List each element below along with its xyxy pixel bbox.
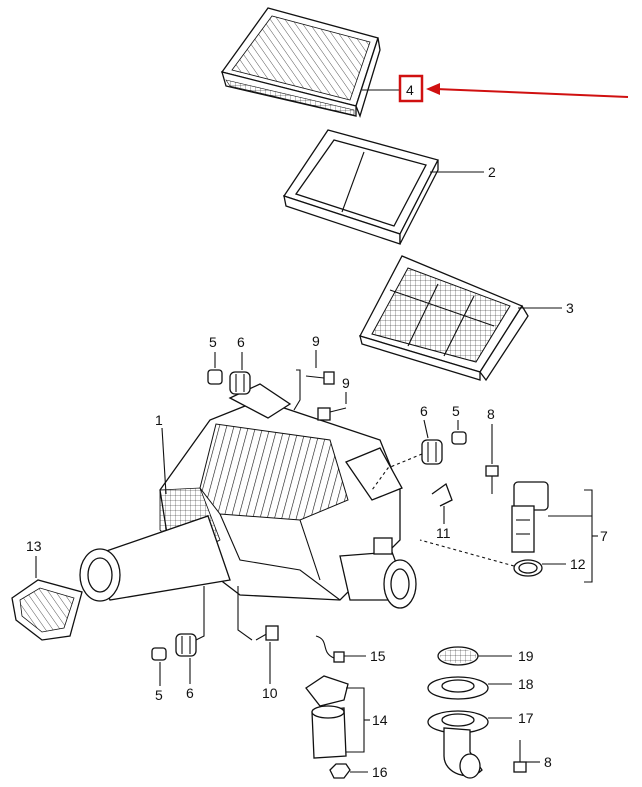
clip-11: [431, 482, 453, 507]
callout-14: 14: [372, 712, 388, 728]
callout-5-lower: 5: [155, 687, 163, 703]
callout-6-upper: 6: [237, 334, 245, 350]
leader-6-right: [423, 419, 429, 439]
nut-16: [329, 763, 351, 779]
callout-7: 7: [600, 528, 608, 544]
outlet-neck: [339, 537, 417, 609]
gasket-18: [427, 676, 489, 700]
callout-15: 15: [370, 648, 386, 664]
callout-8-upper: 8: [487, 406, 495, 422]
bracket-9: [293, 369, 301, 411]
bracket-lower-right: [237, 586, 253, 641]
callout-6-right: 6: [420, 403, 428, 419]
leader-1: [161, 427, 167, 495]
callout-9-lower: 9: [342, 375, 350, 391]
dashed-line-12: [419, 539, 515, 567]
callout-11: 11: [436, 525, 451, 541]
red-arrow: [426, 83, 629, 98]
rubber-mount-5-lower: [151, 647, 167, 661]
intake-scoop-13: [11, 579, 83, 641]
grommet-6-lower: [175, 633, 197, 657]
callout-18: 18: [518, 676, 534, 692]
callout-3: 3: [566, 300, 574, 316]
callout-6-lower: 6: [186, 685, 194, 701]
cap-19: [437, 646, 479, 666]
callout-17: 17: [518, 710, 534, 726]
callout-5-upper: 5: [209, 334, 217, 350]
callout-19: 19: [518, 648, 534, 664]
callout-12: 12: [570, 556, 586, 572]
callout-9-upper: 9: [312, 333, 320, 349]
callout-4: 4: [406, 82, 414, 98]
callout-2: 2: [488, 164, 496, 180]
rubber-mount-5-right: [451, 431, 467, 445]
callout-5-right: 5: [452, 403, 460, 419]
callout-13: 13: [26, 538, 42, 554]
hose-kit-14: [305, 675, 349, 759]
elbow-flange-17: [427, 710, 489, 779]
screw-8-upper: [485, 465, 499, 494]
screw-10: [255, 625, 279, 641]
callout-1: 1: [155, 412, 163, 428]
callout-8-lower: 8: [544, 754, 552, 770]
bracket-lower-left: [195, 586, 205, 641]
callout-4-highlight-box: [398, 74, 424, 103]
callout-16: 16: [372, 764, 388, 780]
screw-8-lower: [513, 740, 527, 773]
grommet-6-upper: [229, 371, 251, 395]
intake-snorkel: [79, 515, 231, 602]
rubber-mount-5-upper: [207, 369, 223, 385]
mass-airflow-sensor: [511, 481, 549, 553]
callout-10: 10: [262, 685, 278, 701]
grommet-6-right: [421, 439, 443, 465]
screw-9-upper: [305, 371, 335, 385]
bracket-14: [346, 687, 365, 753]
filter-frame: [282, 129, 439, 245]
dashed-lines-right: [371, 453, 423, 491]
seal-ring-12: [513, 559, 543, 577]
air-filter-element: [220, 7, 381, 118]
screw-9-lower: [317, 407, 347, 421]
grid-insert: [359, 255, 529, 382]
vent-hose-15: [315, 635, 345, 663]
